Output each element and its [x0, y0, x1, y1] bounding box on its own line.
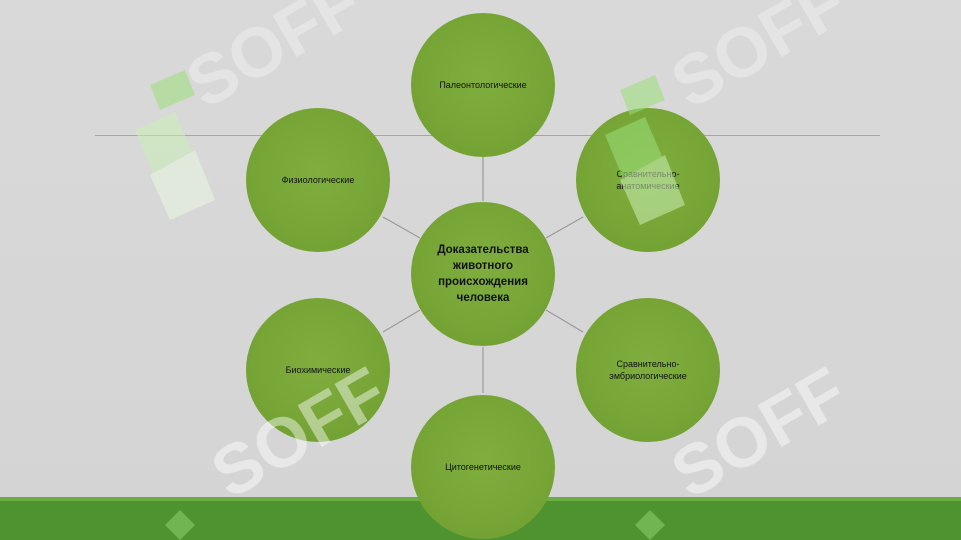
node-label: Палеонтологические	[439, 80, 527, 90]
node-biochemical: Биохимические	[246, 298, 390, 442]
node-paleontological: Палеонтологические	[411, 13, 555, 157]
connector-physiological	[382, 216, 421, 239]
connector-comparative-embryological	[545, 309, 584, 333]
node-label: Сравнительно- эмбриологические	[609, 359, 687, 381]
center-node-label: Доказательства животного происхождения ч…	[437, 244, 529, 304]
node-comparative-embryological: Сравнительно- эмбриологические	[576, 298, 720, 442]
node-label: Сравнительно- анатомические	[616, 169, 680, 191]
node-label: Физиологические	[281, 175, 355, 185]
node-comparative-anatomical: Сравнительно- анатомические	[576, 108, 720, 252]
connector-comparative-anatomical	[545, 216, 584, 239]
node-label: Биохимические	[285, 365, 351, 375]
connector-biochemical	[382, 309, 421, 333]
node-label: Цитогенетические	[445, 462, 521, 472]
node-physiological: Физиологические	[246, 108, 390, 252]
node-cytogenetic: Цитогенетические	[411, 395, 555, 539]
center-node: Доказательства животного происхождения ч…	[411, 202, 555, 346]
